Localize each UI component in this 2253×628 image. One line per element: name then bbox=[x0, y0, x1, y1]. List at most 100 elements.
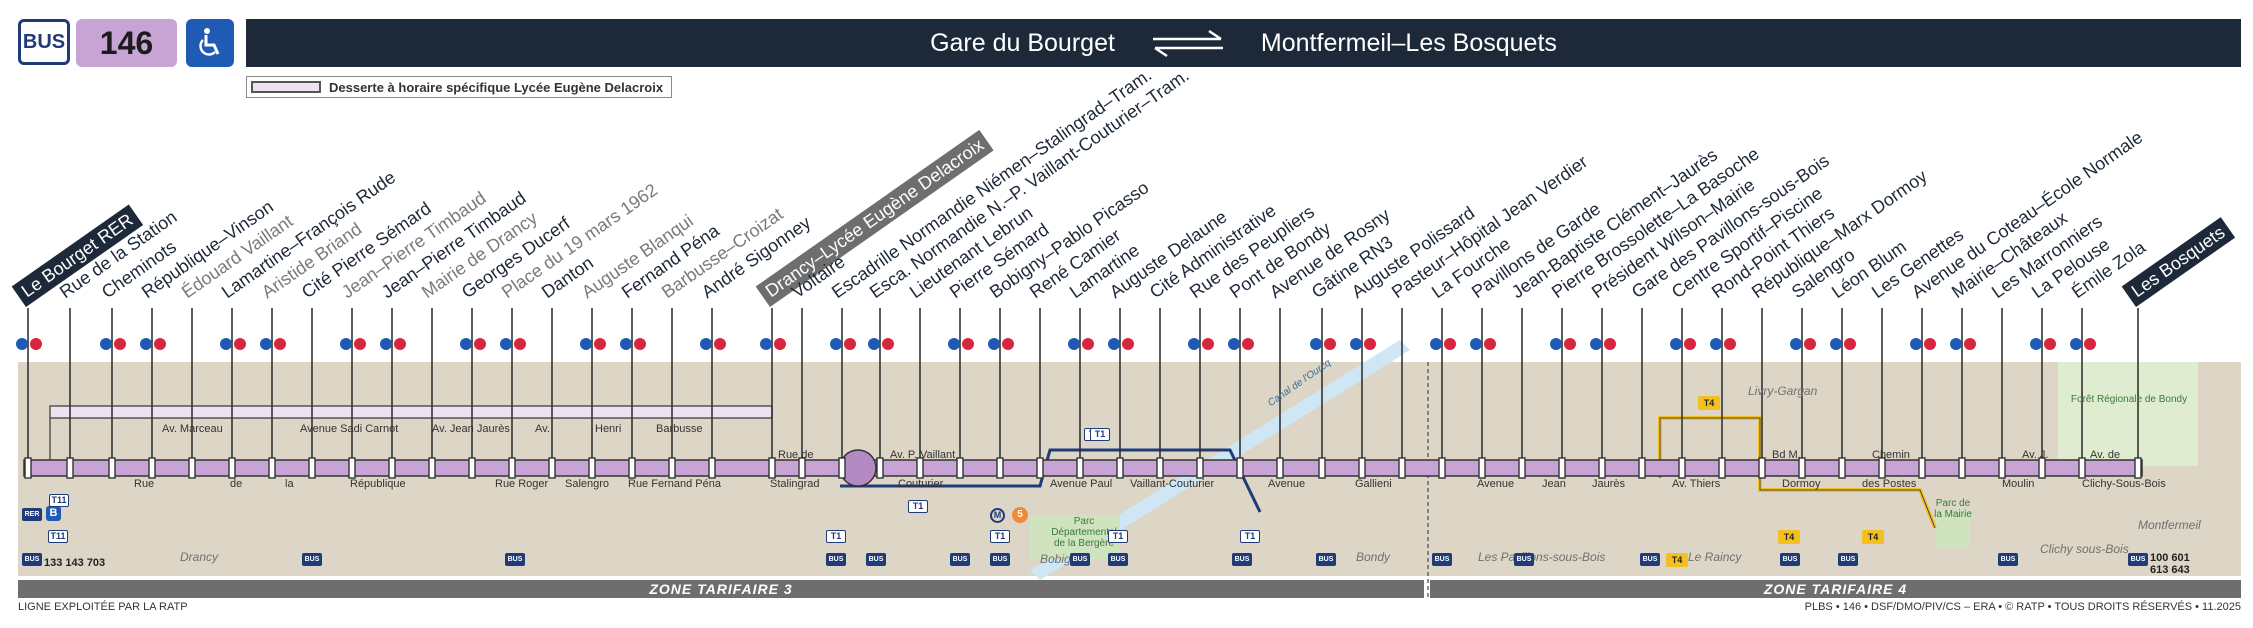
tram-t4-badge: T4 bbox=[1698, 396, 1720, 410]
lycee-branch-line bbox=[49, 405, 773, 419]
green-area-label: Parc Départemental de la Bergère bbox=[1051, 516, 1117, 549]
wheelchair-icon bbox=[1350, 338, 1362, 350]
wheelchair-icon bbox=[1068, 338, 1080, 350]
street-label: Chemin bbox=[1872, 449, 1910, 461]
park-mairie bbox=[1936, 510, 1970, 548]
street-label: Av. P. Vaillant bbox=[890, 449, 956, 461]
tram-t4-outline bbox=[1659, 417, 1936, 529]
wheelchair-icon bbox=[580, 338, 592, 350]
start-bus-connections: 133 143 703 bbox=[44, 557, 106, 569]
bus-badge: BUS bbox=[1838, 553, 1858, 566]
bus-badge: BUS bbox=[2128, 553, 2148, 566]
no-entry-icon bbox=[1724, 338, 1736, 350]
no-entry-icon bbox=[774, 338, 786, 350]
bus-mode-badge: BUS bbox=[18, 19, 70, 65]
no-entry-icon bbox=[514, 338, 526, 350]
wheelchair-icon bbox=[2030, 338, 2042, 350]
no-entry-icon bbox=[714, 338, 726, 350]
wheelchair-icon bbox=[380, 338, 392, 350]
street-label: Bd M. bbox=[1772, 449, 1801, 461]
wheelchair-icon bbox=[1830, 338, 1842, 350]
tram-t4-badge: T4 bbox=[1778, 530, 1800, 544]
wheelchair-icon bbox=[830, 338, 842, 350]
stop-marker bbox=[708, 457, 716, 479]
street-label: Rue Fernand Péna bbox=[628, 478, 721, 490]
stop-marker bbox=[798, 457, 806, 479]
wheelchair-icon bbox=[868, 338, 880, 350]
street-label: Avenue bbox=[1268, 478, 1306, 490]
wheelchair-icon bbox=[1108, 338, 1120, 350]
street-label: la bbox=[285, 478, 294, 490]
stop-marker bbox=[2038, 457, 2046, 479]
bus-badge: BUS bbox=[1108, 553, 1128, 566]
street-label: Gallieni bbox=[1355, 478, 1392, 490]
bus-badge: BUS bbox=[990, 553, 1010, 566]
no-entry-icon bbox=[1364, 338, 1376, 350]
stop-marker bbox=[1918, 457, 1926, 479]
street-label: Moulin bbox=[2002, 478, 2035, 490]
stop-marker bbox=[24, 457, 32, 479]
stop-marker bbox=[1638, 457, 1646, 479]
legend-specific-schedule: Desserte à horaire spécifique Lycée Eugè… bbox=[246, 76, 673, 98]
wheelchair-icon bbox=[1910, 338, 1922, 350]
no-entry-icon bbox=[594, 338, 606, 350]
stop-marker bbox=[588, 457, 596, 479]
rer-b-badge: B bbox=[46, 506, 61, 521]
stop-marker bbox=[1236, 457, 1244, 479]
stop-marker bbox=[468, 457, 476, 479]
stop-marker bbox=[108, 457, 116, 479]
street-label: Rue de bbox=[778, 449, 814, 461]
bus-badge: BUS bbox=[1316, 553, 1336, 566]
no-entry-icon bbox=[1964, 338, 1976, 350]
stop-marker bbox=[1518, 457, 1526, 479]
legend-swatch bbox=[251, 81, 321, 93]
route-destination: Montfermeil–Les Bosquets bbox=[1260, 28, 1557, 57]
no-entry-icon bbox=[1002, 338, 1014, 350]
stop-marker bbox=[308, 457, 316, 479]
wheelchair-icon bbox=[100, 338, 112, 350]
street-label: Av. de bbox=[2090, 449, 2121, 461]
no-entry-icon bbox=[154, 338, 166, 350]
stop-marker bbox=[1276, 457, 1284, 479]
stop-marker bbox=[1318, 457, 1326, 479]
stop-marker bbox=[1358, 457, 1366, 479]
no-entry-icon bbox=[634, 338, 646, 350]
stop-marker bbox=[228, 457, 236, 479]
street-label: Av. Marceau bbox=[162, 423, 223, 435]
street-label: Vaillant-Couturier bbox=[1130, 478, 1215, 490]
stop-marker bbox=[668, 457, 676, 479]
wheelchair-icon bbox=[1670, 338, 1682, 350]
route-origin: Gare du Bourget bbox=[930, 28, 1115, 57]
no-entry-icon bbox=[1604, 338, 1616, 350]
bus-badge: BUS bbox=[1780, 553, 1800, 566]
wheelchair-icon bbox=[16, 338, 28, 350]
stop-marker bbox=[768, 457, 776, 479]
wheelchair-icon bbox=[1188, 338, 1200, 350]
wheelchair-icon bbox=[700, 338, 712, 350]
stop-marker bbox=[1798, 457, 1806, 479]
no-entry-icon bbox=[2044, 338, 2056, 350]
stop-marker bbox=[956, 457, 964, 479]
no-entry-icon bbox=[1924, 338, 1936, 350]
tram-t1-badge: T1 bbox=[1240, 530, 1260, 543]
stop-marker bbox=[548, 457, 556, 479]
wheelchair-icon bbox=[1310, 338, 1322, 350]
no-entry-icon bbox=[1082, 338, 1094, 350]
stop-marker bbox=[508, 457, 516, 479]
stop-marker bbox=[1558, 457, 1566, 479]
stop-marker bbox=[1156, 457, 1164, 479]
stop-marker bbox=[1196, 457, 1204, 479]
zone-tarifaire-4: ZONE TARIFAIRE 4 bbox=[1430, 580, 2241, 598]
no-entry-icon bbox=[882, 338, 894, 350]
stop-marker bbox=[388, 457, 396, 479]
tram-t1-badge: T1 bbox=[990, 530, 1010, 543]
no-entry-icon bbox=[394, 338, 406, 350]
metro-badge: M bbox=[990, 508, 1005, 523]
stop-marker bbox=[1838, 457, 1846, 479]
street-label: Rue Roger bbox=[495, 478, 549, 490]
tram-t4-badge: T4 bbox=[1666, 553, 1688, 567]
area-label: Montfermeil bbox=[2138, 518, 2201, 532]
street-label: Avenue Paul bbox=[1050, 478, 1113, 490]
bus-badge: BUS bbox=[950, 553, 970, 566]
park-bergere bbox=[1030, 515, 1120, 560]
